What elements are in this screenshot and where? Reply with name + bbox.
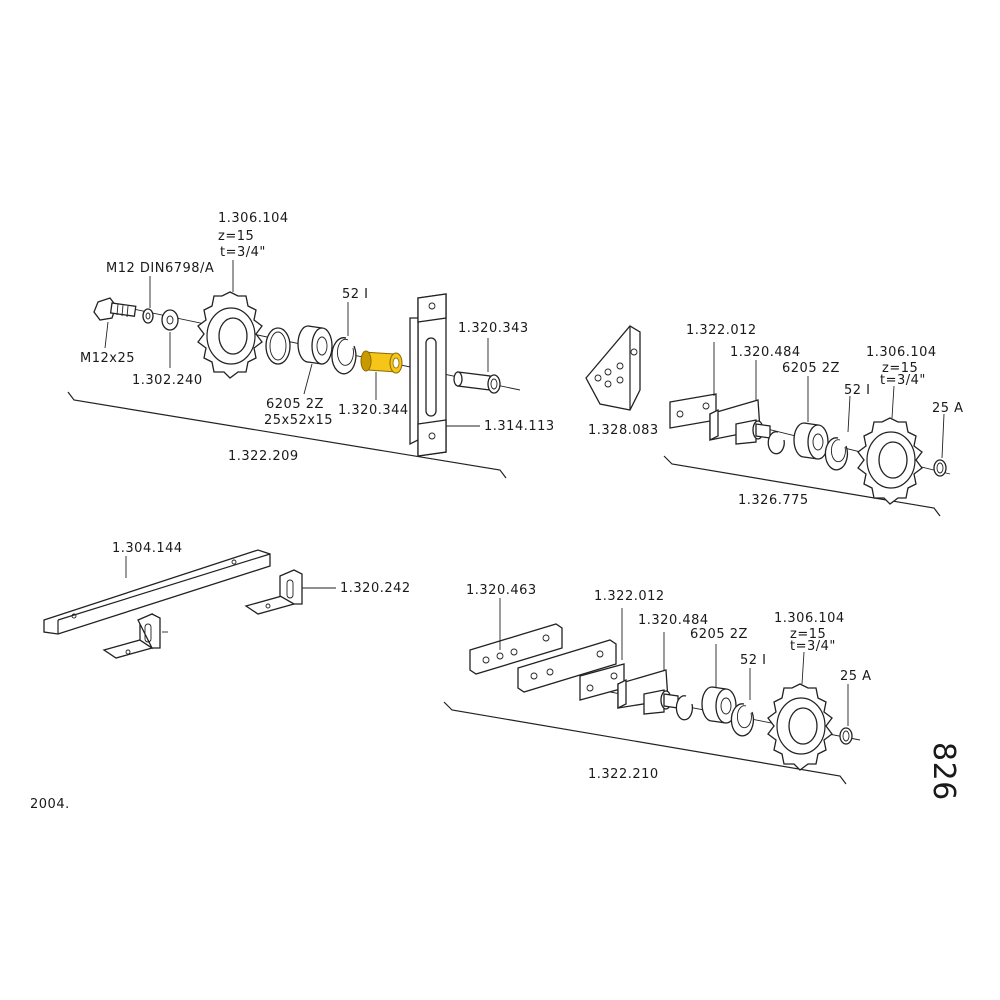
label-teeth-count: z=15 [790,627,826,642]
circlip-left[interactable] [767,431,785,455]
bushing-1-320-344-highlighted[interactable] [360,350,403,374]
sprocket-1-306-104[interactable] [767,683,833,771]
lock-washer-m12[interactable] [142,308,154,324]
circlip-52i[interactable] [331,337,357,375]
label-assembly-1-322-209: 1.322.209 [228,449,299,464]
label-part-1-306-104: 1.306.104 [218,211,289,226]
label-part-1-320-484: 1.320.484 [638,613,709,628]
group-bracket [663,455,941,517]
label-m12x25: M12x25 [80,351,135,366]
spacer-ring[interactable] [265,327,291,365]
circlip-left[interactable] [675,695,694,721]
label-bearing-6205: 6205 2Z [690,627,748,642]
label-ring-25a: 25 A [840,669,872,684]
label-part-1-304-144: 1.304.144 [112,541,183,556]
assembly-1-322-209: 1.306.104 z=15 t=3/4" M12 DIN6798/A M12x… [67,211,555,479]
bearing-6205-2z[interactable] [793,422,829,460]
assembly-1-326-775: 1.328.083 1.322.012 1.320.484 6205 2Z 52… [585,323,964,517]
plate-1-314-113[interactable] [409,293,447,457]
group-bracket [443,701,847,785]
shaft-1-320-484[interactable] [617,669,679,715]
plate-1-322-012-long[interactable] [517,639,617,693]
sprocket-1-306-104[interactable] [857,417,923,505]
bar-1-304-144[interactable] [43,549,271,635]
label-teeth-count: z=15 [218,229,254,244]
label-part-1-320-242: 1.320.242 [340,581,411,596]
label-part-1-320-344: 1.320.344 [338,403,409,418]
label-part-1-320-463: 1.320.463 [466,583,537,598]
label-assembly-1-326-775: 1.326.775 [738,493,809,508]
label-part-1-320-343: 1.320.343 [458,321,529,336]
label-part-1-328-083: 1.328.083 [588,423,659,438]
group-bracket [67,391,507,479]
label-ring-25a: 25 A [932,401,964,416]
washer-1-302-240[interactable] [161,309,179,331]
bracket-1-328-083[interactable] [585,325,641,411]
label-pitch: t=3/4" [220,245,266,260]
label-part-1-322-012: 1.322.012 [594,589,665,604]
label-part-1-306-104: 1.306.104 [774,611,845,626]
angle-bracket-1-320-242[interactable] [244,569,303,615]
bearing-6205-2z[interactable] [297,325,333,365]
angle-bracket-front[interactable] [102,612,168,659]
retaining-ring-25a[interactable] [839,727,853,745]
circlip-52i[interactable] [730,703,755,737]
label-pitch: t=3/4" [790,639,836,654]
pin-1-320-343[interactable] [453,371,501,394]
label-part-1-302-240: 1.302.240 [132,373,203,388]
label-bearing-6205: 6205 2Z [266,397,324,412]
assembly-1-322-210: 1.320.463 1.322.012 1.320.484 6205 2Z 52… [443,583,872,785]
label-circlip-52i: 52 I [342,287,369,302]
label-circlip-52i: 52 I [740,653,767,668]
label-assembly-1-322-210: 1.322.210 [588,767,659,782]
page-number: 826 [926,742,961,801]
bolt-m12x25[interactable] [93,297,137,321]
retaining-ring-25a[interactable] [933,459,947,477]
bearing-6205-2z[interactable] [701,686,737,724]
label-teeth-count: z=15 [882,361,918,376]
label-circlip-52i: 52 I [844,383,871,398]
label-bearing-6205: 6205 2Z [782,361,840,376]
label-m12-din6798: M12 DIN6798/A [106,261,214,276]
label-pitch: t=3/4" [880,373,926,388]
year-label: 2004. [30,797,70,812]
sprocket-1-306-104[interactable] [197,291,263,379]
plate-1-322-012[interactable] [669,393,717,429]
label-part-1-314-113: 1.314.113 [484,419,555,434]
label-part-1-322-012: 1.322.012 [686,323,757,338]
plate-1-320-463[interactable] [469,623,563,675]
label-part-1-306-104: 1.306.104 [866,345,937,360]
label-part-1-320-484: 1.320.484 [730,345,801,360]
circlip-52i[interactable] [824,437,849,471]
label-bearing-size: 25x52x15 [264,413,333,428]
shaft-1-320-484[interactable] [709,399,771,445]
parts-group-bar-and-brackets: 1.304.144 1.320.242 [43,541,411,659]
